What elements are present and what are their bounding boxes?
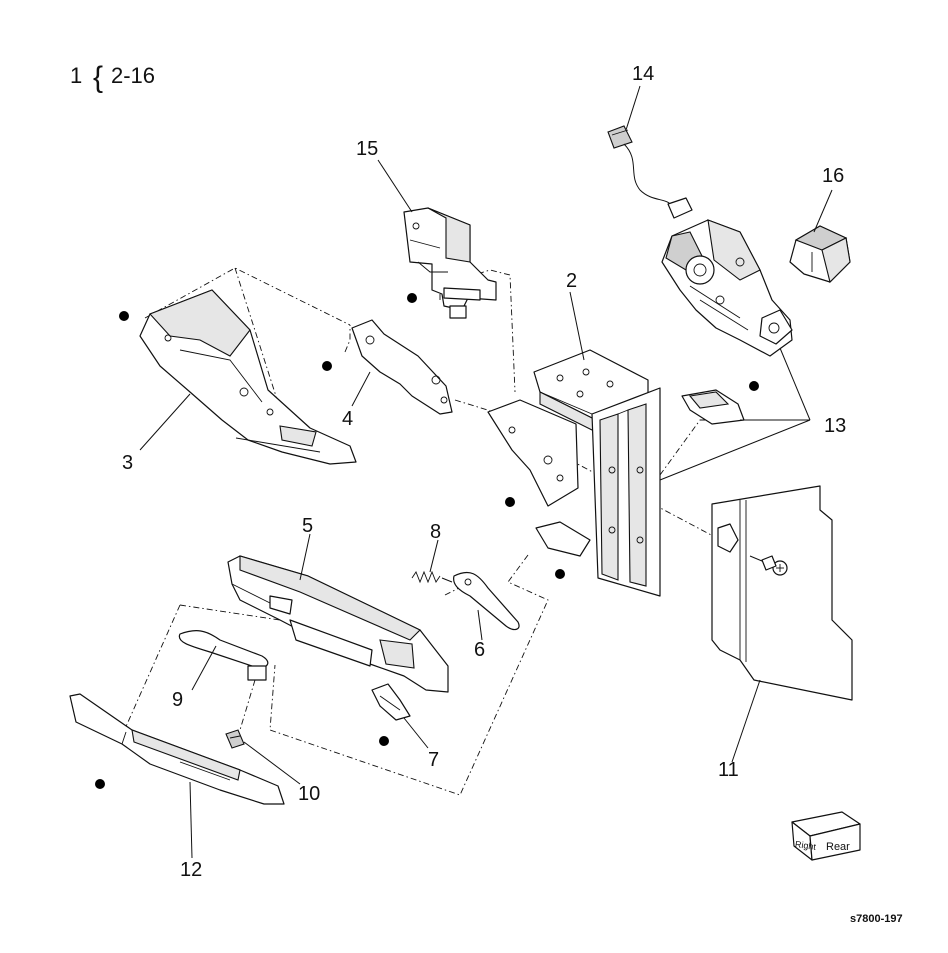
part-9-arm[interactable] xyxy=(178,630,269,681)
callout-14: 14 xyxy=(632,63,654,85)
part-6-lever[interactable] xyxy=(453,571,520,631)
dot-part-4 xyxy=(322,361,332,371)
callout-numbers: 2 3 4 5 6 7 8 9 10 11 12 13 14 15 16 xyxy=(122,63,846,881)
part-15-bracket[interactable] xyxy=(403,207,497,319)
callout-4: 4 xyxy=(342,408,353,430)
dot-part-2-lower xyxy=(555,569,565,579)
callout-8: 8 xyxy=(430,521,441,543)
leader-lines xyxy=(139,85,833,859)
dot-part-3 xyxy=(119,311,129,321)
dot-part-2 xyxy=(505,497,515,507)
callout-11: 11 xyxy=(718,759,739,781)
orientation-side-label: Rear xyxy=(826,841,850,853)
orientation-cube: Right Rear xyxy=(791,811,861,861)
callout-6: 6 xyxy=(474,639,485,661)
callout-5: 5 xyxy=(302,515,313,537)
assembly-range: 2-16 xyxy=(111,63,155,88)
part-14-harness[interactable] xyxy=(607,125,693,219)
callout-2: 2 xyxy=(566,270,577,292)
assembly-brace: { xyxy=(93,61,103,94)
part-11-side-panel[interactable] xyxy=(711,485,853,701)
part-12-bottom-cover[interactable] xyxy=(69,693,285,805)
callout-7: 7 xyxy=(428,749,439,771)
part-8-spring[interactable] xyxy=(411,570,453,584)
part-13-motor-assembly[interactable] xyxy=(661,219,793,425)
figure-id: s7800-197 xyxy=(850,913,903,925)
part-2-frame[interactable] xyxy=(487,349,661,597)
part-5-tray[interactable] xyxy=(227,555,449,693)
part-16-sensor[interactable] xyxy=(789,225,851,284)
part-7-latch[interactable] xyxy=(371,683,411,721)
callout-3: 3 xyxy=(122,452,133,474)
callout-9: 9 xyxy=(172,689,183,711)
orientation-front-label: Right xyxy=(794,839,817,852)
dot-part-15 xyxy=(407,293,417,303)
callout-10: 10 xyxy=(298,783,320,805)
callout-15: 15 xyxy=(356,138,378,160)
assembly-header: 1 { 2-16 xyxy=(70,61,155,94)
dot-part-12 xyxy=(95,779,105,789)
dot-part-13 xyxy=(749,381,759,391)
fastener-dots xyxy=(95,293,759,789)
assembly-number: 1 xyxy=(70,63,82,88)
dot-part-7 xyxy=(379,736,389,746)
callout-13: 13 xyxy=(824,415,846,437)
part-10-pin[interactable] xyxy=(225,729,245,749)
callout-16: 16 xyxy=(822,165,844,187)
callout-12: 12 xyxy=(180,859,202,881)
part-4-link[interactable] xyxy=(351,319,453,415)
part-3-cover[interactable] xyxy=(139,289,357,465)
